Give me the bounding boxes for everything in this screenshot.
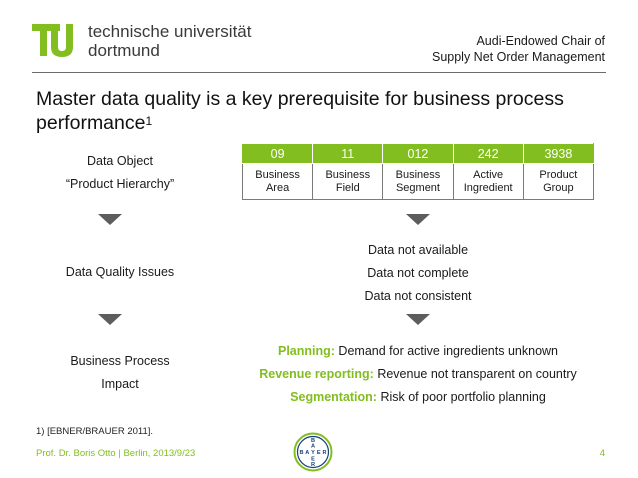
chair-line1: Audi-Endowed Chair of — [476, 34, 605, 48]
university-name-line1: technische universität — [88, 22, 252, 41]
svg-text:R: R — [311, 462, 315, 468]
data-quality-issues-label: Data Quality Issues — [65, 265, 175, 279]
data-object-label: Data Object — [86, 154, 153, 168]
label-line: Business — [325, 168, 371, 181]
quality-issue: Data not available — [367, 243, 469, 257]
slide-title: Master data quality is a key prerequisit… — [36, 87, 606, 135]
header-divider — [32, 72, 606, 73]
label-line: Business — [255, 168, 300, 181]
svg-text:A: A — [305, 450, 309, 456]
label-line: Ingredient — [463, 181, 513, 194]
university-name: technische universität dortmund — [88, 22, 251, 60]
impact-item: Revenue reporting: Revenue not transpare… — [240, 363, 596, 386]
footer-author: Prof. Dr. Boris Otto | Berlin, 2013/9/23 — [36, 448, 196, 459]
down-arrow-icon — [406, 314, 430, 325]
impact-text: Revenue not transparent on country — [373, 367, 577, 381]
label-line: Product — [539, 168, 578, 181]
svg-text:R: R — [322, 450, 326, 456]
chair-name: Audi-Endowed Chair of Supply Net Order M… — [432, 33, 605, 65]
quality-issue: Data not complete — [367, 266, 469, 280]
tu-dortmund-logo — [32, 24, 73, 57]
impact-item: Planning: Demand for active ingredients … — [240, 340, 596, 363]
label-line: Active — [473, 168, 504, 181]
svg-text:E: E — [317, 450, 321, 456]
page-number: 4 — [599, 448, 605, 459]
label-line: Area — [265, 181, 290, 194]
down-arrow-icon — [98, 214, 122, 225]
hierarchy-code: 3938 — [522, 143, 595, 164]
impacts-list: Planning: Demand for active ingredients … — [240, 340, 596, 409]
hierarchy-code: 242 — [452, 143, 524, 164]
svg-text:B: B — [311, 438, 315, 444]
impact-item: Segmentation: Risk of poor portfolio pla… — [240, 386, 596, 409]
impact-text: Demand for active ingredients unknown — [334, 344, 558, 358]
svg-text:E: E — [311, 457, 315, 463]
impact-category: Revenue reporting: — [259, 367, 374, 381]
impact-text: Risk of poor portfolio planning — [376, 390, 546, 404]
impact-label-line2: Impact — [101, 377, 139, 391]
hierarchy-code: 09 — [241, 143, 314, 164]
svg-text:B: B — [299, 450, 303, 456]
hierarchy-code: 012 — [382, 143, 454, 164]
down-arrow-icon — [98, 314, 122, 325]
impact-category: Segmentation: — [290, 390, 377, 404]
down-arrow-icon — [406, 214, 430, 225]
label-line: Segment — [395, 181, 440, 194]
impact-category: Planning: — [278, 344, 335, 358]
slide-title-text: Master data quality is a key prerequisit… — [36, 88, 564, 134]
quality-issue: Data not consistent — [364, 289, 472, 303]
business-process-impact-block: Business Process Impact — [40, 350, 200, 396]
label-line: Business — [395, 168, 441, 181]
hierarchy-code-row: 09 11 012 242 3938 — [241, 143, 595, 164]
impact-label-line1: Business Process — [70, 354, 170, 368]
svg-text:Y: Y — [311, 450, 315, 456]
label-line: Group — [543, 181, 574, 194]
university-name-line2: dortmund — [88, 41, 160, 60]
quality-issues-list: Data not available Data not complete Dat… — [240, 239, 596, 308]
chair-line2: Supply Net Order Management — [431, 50, 605, 64]
title-footnote-marker: 1 — [145, 114, 153, 128]
data-object-value: “Product Hierarchy” — [65, 177, 175, 191]
footnote: 1) [EBNER/BRAUER 2011]. — [36, 426, 154, 437]
svg-text:A: A — [311, 444, 315, 450]
hierarchy-code: 11 — [312, 143, 384, 164]
data-object-block: Data Object “Product Hierarchy” — [40, 150, 200, 196]
label-line: Field — [335, 181, 360, 194]
